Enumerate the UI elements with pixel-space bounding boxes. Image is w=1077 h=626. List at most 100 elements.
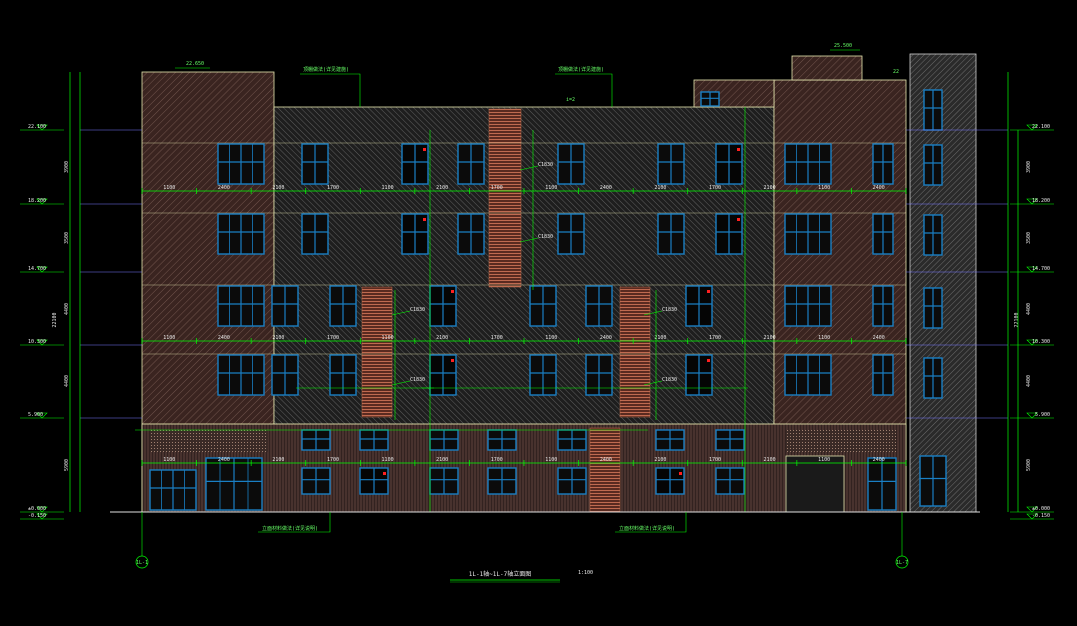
window (657, 143, 685, 185)
window (557, 467, 587, 495)
dimension-value: 2400 (873, 185, 885, 191)
floor-dimension: 4400 (64, 375, 70, 387)
dimension-value: 1100 (545, 335, 557, 341)
window-tag-marker (423, 148, 426, 151)
roof-penthouse (791, 55, 863, 81)
window (359, 467, 389, 495)
window (217, 213, 265, 255)
window (487, 429, 517, 451)
window (557, 213, 585, 255)
window (685, 354, 713, 396)
stair-tower (909, 53, 977, 513)
top-annotations: 22.650 25.500 22 顶棚做法(详见建施) 顶棚做法(详见建施) i… (175, 43, 899, 107)
roof-note-mid: 顶棚做法(详见建施) (558, 66, 604, 73)
window (429, 467, 459, 495)
overall-dimension: 22100 (52, 312, 58, 327)
windows (149, 89, 947, 511)
window (217, 143, 265, 185)
floor-dimension: 3500 (64, 232, 70, 244)
svg-text:14.700: 14.700 (1032, 266, 1050, 272)
window-tag-marker (707, 359, 710, 362)
svg-text:10.300: 10.300 (28, 339, 46, 345)
window (329, 354, 357, 396)
left-roof-level: 22.650 (186, 61, 204, 67)
window (715, 429, 745, 451)
level-marker: 14.700 (906, 266, 1054, 273)
dimension-value: 1100 (163, 185, 175, 191)
window (429, 354, 457, 396)
svg-text:5.900: 5.900 (1035, 412, 1050, 418)
window (457, 143, 485, 185)
window (715, 213, 743, 255)
svg-text:1L-1: 1L-1 (136, 560, 148, 566)
window (867, 457, 897, 511)
window (557, 143, 585, 185)
level-marker: 5.900 (906, 412, 1054, 419)
level-marker: 14.700 (20, 266, 142, 273)
window (923, 214, 943, 256)
level-marker: 10.300 (906, 339, 1054, 346)
material-note-left: 立面材料做法(详见说明) (262, 525, 318, 532)
window (919, 455, 947, 507)
dimension-value: 1100 (382, 185, 394, 191)
dimension-value: 1700 (491, 335, 503, 341)
dimension-value: 1700 (709, 335, 721, 341)
level-marker: 5.900 (20, 412, 142, 419)
window-tag-marker (737, 148, 740, 151)
window (529, 354, 557, 396)
dimension-value: 1100 (545, 457, 557, 463)
level-marker: -0.150 (1010, 513, 1054, 520)
dimension-value: 1100 (382, 335, 394, 341)
window (784, 213, 832, 255)
dimension-value: 2100 (272, 185, 284, 191)
dimension-rows: 1100 2400 2100 1700 1100 2100 1700 1100 2400 2100… (135, 107, 907, 512)
svg-text:-0.150: -0.150 (1032, 513, 1050, 519)
floor-dimension: 5900 (1026, 459, 1032, 471)
tower-level: 25.500 (834, 43, 852, 49)
window (685, 285, 713, 327)
window (301, 429, 331, 451)
window (401, 143, 429, 185)
svg-text:14.700: 14.700 (28, 266, 46, 272)
svg-text:5.900: 5.900 (28, 412, 43, 418)
left-levels: 22.10018.20014.70010.3005.900±0.000-0.15… (20, 72, 142, 520)
dimension-value: 2100 (654, 335, 666, 341)
floor-lines (142, 142, 906, 425)
window (923, 144, 943, 186)
window (872, 143, 894, 185)
roof-slope: i=2 (566, 97, 575, 103)
window (872, 285, 894, 327)
ribbed-panel-3 (619, 286, 651, 418)
window-tag-marker (679, 472, 682, 475)
window (149, 469, 197, 511)
window (784, 354, 832, 396)
dimension-value: 2100 (272, 457, 284, 463)
window (657, 213, 685, 255)
material-note-right: 立面材料做法(详见说明) (619, 525, 675, 532)
title-text: 1L-1轴~1L-7轴立面图 (469, 570, 532, 578)
dimension-value: 1100 (818, 335, 830, 341)
dimension-value: 1100 (545, 185, 557, 191)
dimension-value: 1700 (491, 185, 503, 191)
window (271, 285, 299, 327)
dimension-value: 2400 (218, 335, 230, 341)
window (301, 213, 329, 255)
svg-text:-0.150: -0.150 (28, 513, 46, 519)
overall-dimension: 22100 (1014, 312, 1020, 327)
level-marker: 10.300 (20, 339, 142, 346)
roof-note-left: 顶棚做法(详见建施) (303, 66, 349, 73)
level-marker: -0.150 (20, 513, 64, 520)
dimension-value: 1700 (327, 185, 339, 191)
svg-text:10.300: 10.300 (1032, 339, 1050, 345)
window-tag-marker (383, 472, 386, 475)
window-tag-marker (737, 218, 740, 221)
window (923, 89, 943, 131)
window-tag-marker (451, 359, 454, 362)
garage-door (785, 455, 845, 513)
window (205, 457, 263, 511)
drawing-title: 1L-1轴~1L-7轴立面图 1:100 (450, 570, 593, 583)
dimension-value: 2100 (764, 457, 776, 463)
window (872, 213, 894, 255)
window (429, 285, 457, 327)
